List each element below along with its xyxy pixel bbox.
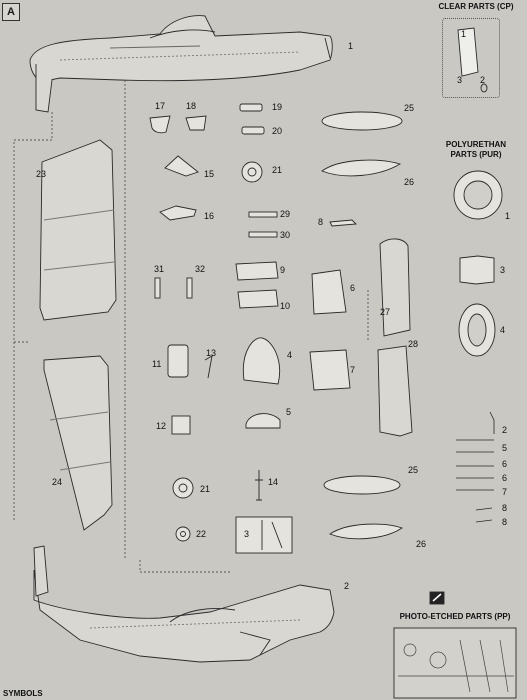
- part-label: 13: [206, 348, 217, 358]
- part-label: 25: [404, 103, 415, 113]
- part-label: 29: [280, 209, 291, 219]
- part-label: 14: [268, 477, 279, 487]
- polyurethan-header-line2: PARTS (PUR): [450, 150, 502, 159]
- part-label: 9: [280, 265, 286, 275]
- part-label: 24: [52, 477, 63, 487]
- pp-part-label: 5: [502, 443, 508, 453]
- pp-part-label: 6: [502, 459, 508, 469]
- polyurethan-header-line1: POLYURETHAN: [445, 140, 507, 149]
- part-label: 5: [286, 407, 292, 417]
- pp-part-label: 8: [502, 517, 508, 527]
- pur-part-label: 1: [505, 211, 511, 221]
- part-label: 12: [156, 421, 167, 431]
- part-label: 19: [272, 102, 283, 112]
- part-label: 32: [195, 264, 206, 274]
- part-label: 31: [154, 264, 165, 274]
- clear-part-label: 1: [461, 29, 467, 39]
- pur-part-label: 4: [500, 325, 506, 335]
- part-label: 25: [408, 465, 419, 475]
- fuselage-half-upper: [29, 15, 333, 113]
- assembly-guides: [13, 80, 369, 573]
- part-label: 3: [244, 529, 250, 539]
- pp-part-label: 8: [502, 503, 508, 513]
- symbols-header: SYMBOLS: [3, 689, 43, 698]
- part-label: 23: [36, 169, 47, 179]
- part-label: 1: [348, 41, 354, 51]
- clear-part-label: 3: [457, 75, 463, 85]
- part-label: 15: [204, 169, 215, 179]
- part-label: 8: [318, 217, 324, 227]
- part-label: 28: [408, 339, 419, 349]
- part-label: 27: [380, 307, 391, 317]
- fuselage-half-lower: [33, 545, 335, 663]
- part-label: 21: [200, 484, 211, 494]
- part-label: 11: [152, 359, 162, 369]
- clear-part-label: 2: [480, 75, 486, 85]
- part-label: 7: [350, 365, 356, 375]
- photo-etched-header: PHOTO-ETCHED PARTS (PP): [399, 612, 511, 621]
- part-label: 20: [272, 126, 283, 136]
- pp-part-label: 2: [502, 425, 508, 435]
- sheet-letter-badge: A: [2, 3, 20, 21]
- pp-part-label: 6: [502, 473, 508, 483]
- pur-part-label: 3: [500, 265, 506, 275]
- pp-part-label: 7: [502, 487, 508, 497]
- wing-right: [43, 355, 113, 531]
- part-label: 18: [186, 101, 197, 111]
- clear-parts-panel: [442, 18, 500, 98]
- part-label: 4: [287, 350, 293, 360]
- part-label: 17: [155, 101, 166, 111]
- part-label: 16: [204, 211, 215, 221]
- photo-etched-fret: [393, 627, 517, 699]
- part-label: 22: [196, 529, 207, 539]
- part-label: 30: [280, 230, 291, 240]
- clear-parts-header: CLEAR PARTS (CP): [438, 2, 514, 11]
- part-label: 21: [272, 165, 283, 175]
- part-label: 26: [416, 539, 427, 549]
- part-label: 6: [350, 283, 356, 293]
- part-label: 10: [280, 301, 291, 311]
- part-label: 2: [344, 581, 350, 591]
- wing-left: [39, 139, 117, 321]
- part-label: 26: [404, 177, 415, 187]
